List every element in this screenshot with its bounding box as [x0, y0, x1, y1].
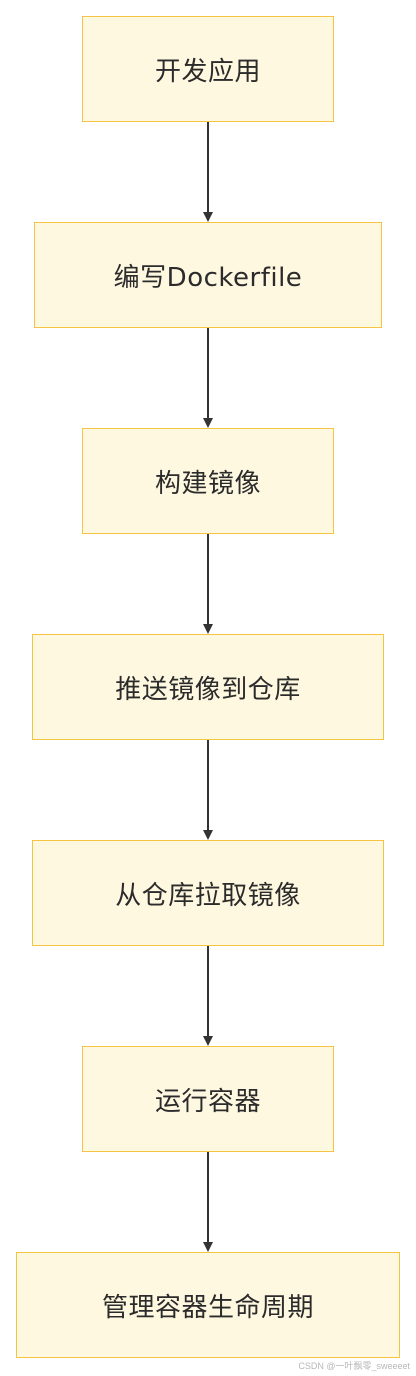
node-label: 构建镜像: [154, 468, 261, 499]
node-label: 管理容器生命周期: [101, 1292, 314, 1323]
node-label: 运行容器: [154, 1086, 261, 1117]
node-label: 编写Dockerfile: [113, 262, 303, 293]
node-manage-lifecycle: 管理容器生命周期: [16, 1252, 400, 1358]
node-pull-image: 从仓库拉取镜像: [32, 840, 384, 946]
node-label: 推送镜像到仓库: [115, 674, 301, 705]
node-run-container: 运行容器: [82, 1046, 334, 1152]
node-write-dockerfile: 编写Dockerfile: [34, 222, 382, 328]
node-build-image: 构建镜像: [82, 428, 334, 534]
node-label: 从仓库拉取镜像: [115, 880, 301, 911]
watermark: CSDN @一叶飘零_sweeeet: [298, 1361, 410, 1371]
node-push-image: 推送镜像到仓库: [32, 634, 384, 740]
node-label: 开发应用: [154, 56, 261, 87]
node-develop-app: 开发应用: [82, 16, 334, 122]
